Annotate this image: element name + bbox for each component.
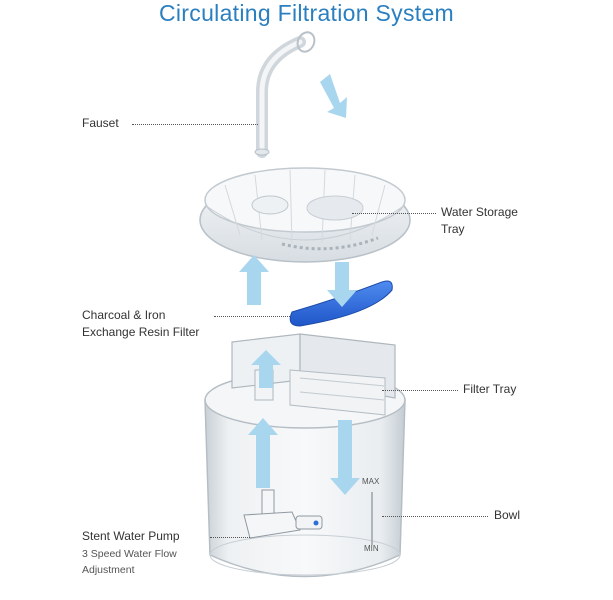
- label-pump-detail-line-1: 3 Speed Water Flow: [82, 548, 177, 560]
- label-faucet: Fauset: [82, 116, 119, 130]
- leader-filter: [214, 316, 290, 317]
- label-water-storage-tray-line-1: Water Storage: [441, 205, 518, 219]
- flow-arrow-down-bowl: [330, 420, 360, 495]
- label-pump-detail-line-2: Adjustment: [82, 564, 135, 576]
- flow-arrow-down-faucet: [320, 74, 347, 118]
- max-marking: MAX: [362, 477, 380, 486]
- label-bowl: Bowl: [494, 508, 521, 522]
- label-pump: Stent Water Pump: [82, 529, 180, 543]
- diagram-title: Circulating Filtration System: [158, 0, 454, 26]
- water-storage-tray: [199, 167, 411, 263]
- leader-bowl: [382, 516, 488, 517]
- water-pump: [243, 489, 323, 539]
- label-filter-line-1: Charcoal & Iron: [82, 308, 166, 322]
- faucet-tube: [254, 31, 316, 158]
- label-filter-tray: Filter Tray: [463, 382, 517, 396]
- flow-arrow-up-tray: [239, 255, 269, 305]
- flow-arrow-down-filter: [327, 262, 357, 307]
- label-water-storage-tray-line-2: Tray: [441, 222, 465, 236]
- flow-arrow-up-bowl: [248, 418, 278, 488]
- leader-filter-tray: [382, 390, 458, 391]
- leader-water-storage-tray: [352, 213, 436, 214]
- min-marking: MIN: [364, 544, 379, 553]
- leader-pump: [210, 537, 250, 538]
- flow-arrows: [239, 74, 360, 495]
- label-filter-line-2: Exchange Resin Filter: [82, 325, 200, 339]
- filter-tray: [231, 333, 396, 416]
- flow-arrow-up-housing: [251, 350, 281, 388]
- leader-faucet: [132, 124, 258, 125]
